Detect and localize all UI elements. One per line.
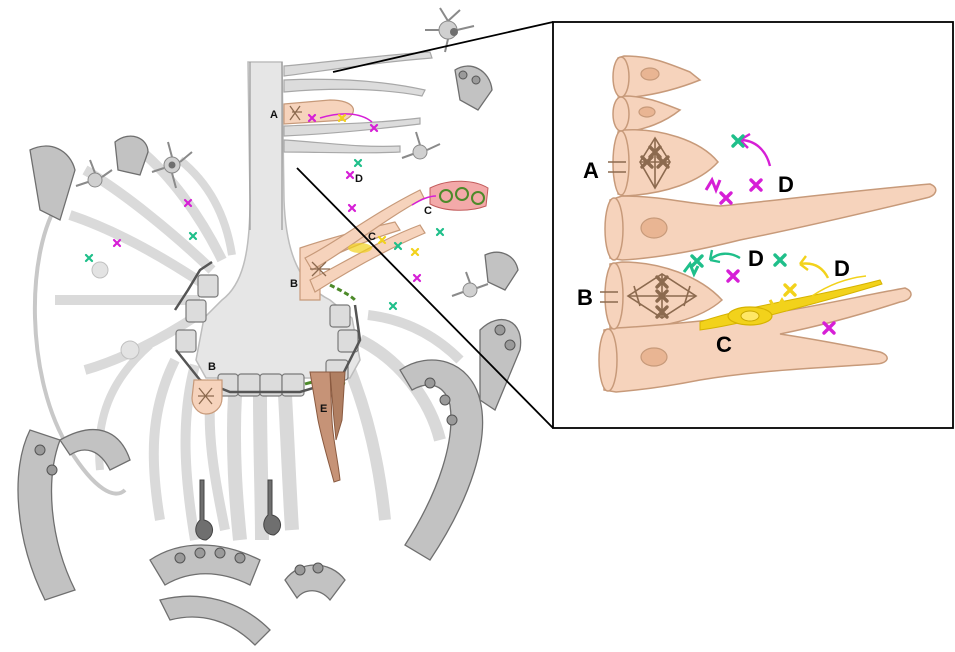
overview-label-e: E — [320, 403, 327, 415]
brown-cell-e — [310, 372, 345, 482]
overview-illustration: A D C C B B E — [18, 8, 521, 645]
inset-label-a: A — [583, 158, 599, 183]
inset-label-b: B — [577, 285, 593, 310]
inset-label-d-top: D — [778, 172, 794, 197]
migrating-cell-c-overview — [348, 243, 372, 253]
overview-label-a: A — [270, 109, 278, 121]
junction-strand-b — [330, 285, 355, 300]
inset-label-c: C — [716, 332, 732, 357]
dividing-cell-b-lower — [192, 380, 222, 414]
inset-label-d-mid: D — [748, 246, 764, 271]
overview-label-c-upper: C — [424, 205, 432, 217]
overview-label-b-upper: B — [290, 278, 298, 290]
overview-label-d: D — [355, 173, 363, 185]
zoom-inset: A B C D D D — [553, 22, 953, 428]
inset-label-d-right: D — [834, 256, 850, 281]
overview-label-b-lower: B — [208, 361, 216, 373]
